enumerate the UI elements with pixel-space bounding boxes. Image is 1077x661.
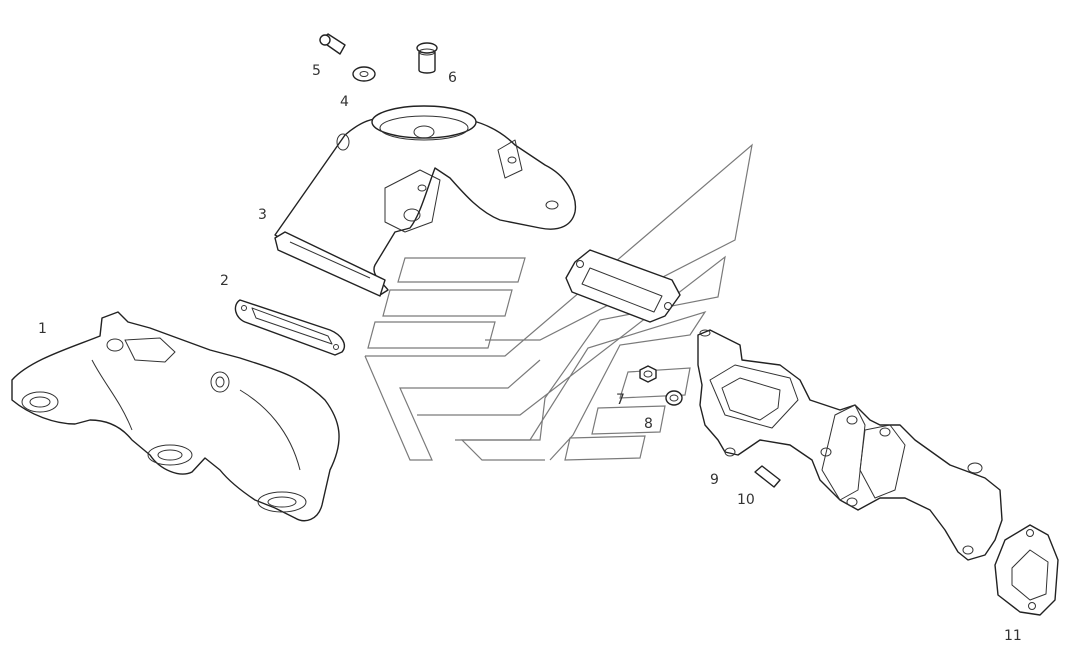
callout-10: 10 (737, 492, 755, 508)
callout-6: 6 (448, 70, 457, 86)
callout-11: 11 (1004, 628, 1022, 644)
part-3-elbow-pipe (274, 105, 577, 297)
part-4-washer (352, 66, 376, 82)
callout-labels: 1 2 3 4 5 6 7 8 9 10 11 (38, 63, 1022, 644)
part-6-plug (416, 42, 438, 74)
callout-7: 7 (616, 392, 625, 408)
part-5-bolt (319, 33, 346, 55)
part-9-exhaust-manifold (697, 329, 1003, 561)
callout-3: 3 (258, 207, 267, 223)
callout-2: 2 (220, 273, 229, 289)
callout-9: 9 (710, 472, 719, 488)
part-10-stud (754, 465, 781, 488)
part-7-nut (639, 365, 657, 383)
part-1-exhaust-manifold (11, 311, 340, 522)
callout-4: 4 (340, 94, 349, 110)
watermark-logo (364, 143, 753, 461)
part-11-gasket (994, 524, 1059, 616)
part-8-washer (665, 390, 683, 406)
callout-5: 5 (312, 63, 321, 79)
callout-8: 8 (644, 416, 653, 432)
flange-gasket-upper (565, 249, 681, 323)
part-2-gasket (234, 299, 346, 356)
callout-1: 1 (38, 321, 47, 337)
